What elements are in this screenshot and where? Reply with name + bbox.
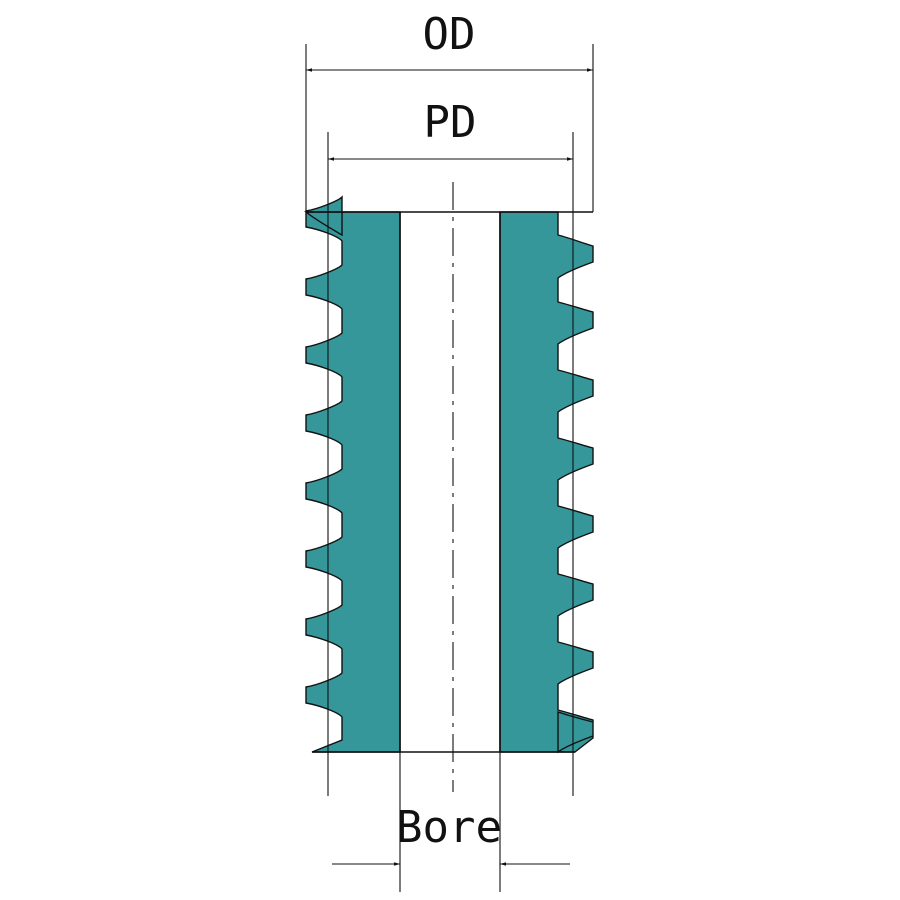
pd-label: PD — [424, 97, 477, 148]
right-thread-wall — [499, 211, 594, 754]
left-thread-wall — [304, 195, 401, 753]
bore-label: Bore — [396, 802, 502, 853]
od-label: OD — [423, 9, 476, 60]
